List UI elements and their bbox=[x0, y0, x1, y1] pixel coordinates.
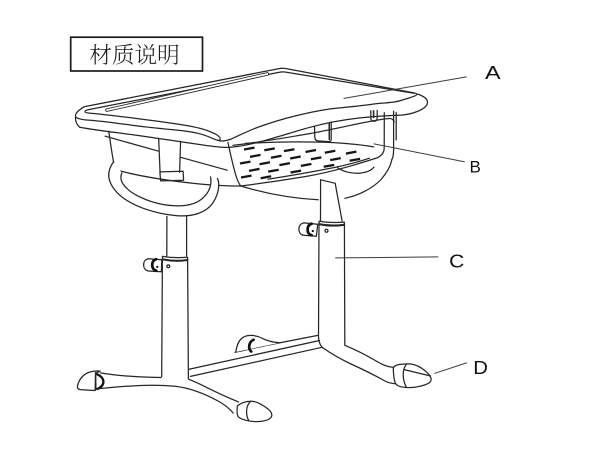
svg-text:A: A bbox=[485, 62, 501, 83]
svg-text:C: C bbox=[449, 251, 464, 272]
svg-text:B: B bbox=[470, 157, 481, 176]
svg-text:D: D bbox=[473, 357, 488, 378]
